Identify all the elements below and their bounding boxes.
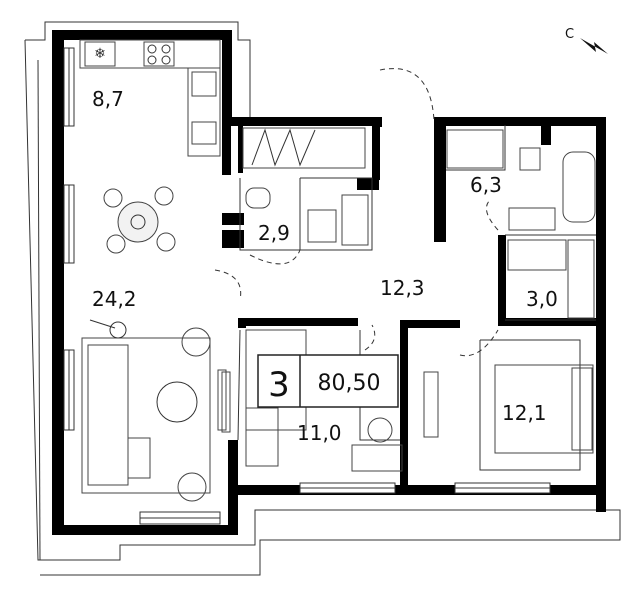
compass-arrow-icon [580, 38, 608, 54]
compass: С [565, 27, 608, 54]
partitions [237, 125, 596, 471]
building-outline [24, 21, 621, 576]
kitchen-area-label: 8,7 [92, 87, 124, 111]
rooms-count: 3 [268, 365, 290, 405]
bathroom-fixtures [446, 129, 596, 231]
living-area-label: 24,2 [92, 287, 137, 311]
dining-table [103, 186, 176, 254]
wardrobe-shelves [507, 239, 595, 319]
kitchen-counter: ❄ [79, 39, 221, 157]
svg-text:❄: ❄ [94, 46, 106, 62]
sofa [81, 319, 227, 502]
large-bedroom-area-label: 12,1 [502, 401, 547, 425]
large-bedroom-bed [423, 364, 594, 454]
doors [214, 68, 499, 357]
bottom-windows [139, 482, 551, 525]
exterior-walls [52, 30, 606, 535]
interior-walls [222, 117, 596, 490]
wardrobe-area-label: 3,0 [526, 287, 558, 311]
hall-area-label: 12,3 [380, 276, 425, 300]
wc-area-label: 2,9 [258, 221, 290, 245]
bathroom-area-label: 6,3 [470, 173, 502, 197]
total-area: 80,50 [318, 371, 381, 396]
left-windows [52, 47, 75, 460]
small-bedroom-furniture [221, 329, 403, 472]
compass-north-letter: С [565, 27, 574, 42]
corridor-shelf [242, 127, 366, 169]
small-bedroom-area-label: 11,0 [297, 421, 342, 445]
summary-badge: 3 80,50 [257, 354, 399, 408]
wc-fixtures [245, 187, 369, 246]
